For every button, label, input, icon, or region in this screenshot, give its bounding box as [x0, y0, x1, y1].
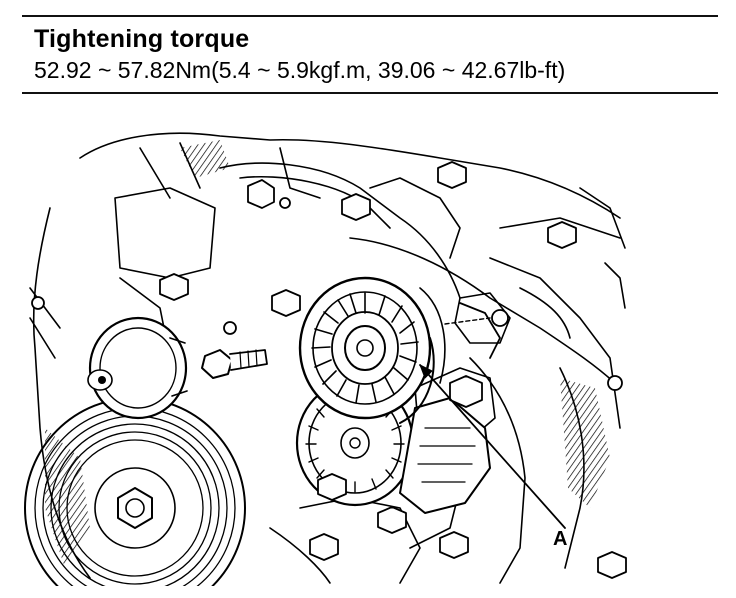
crank-bolt [117, 487, 153, 529]
tensioner-bolt [201, 349, 268, 379]
header-top-rule [22, 15, 718, 17]
callout-leader-arrow [419, 364, 566, 529]
header-bottom-rule [22, 92, 718, 94]
mounting-bolts [31, 161, 627, 579]
tensioner-pulley [298, 276, 446, 424]
callout-label: A [553, 528, 568, 550]
spec-title: Tightening torque [34, 25, 250, 53]
spec-value: 52.92 ~ 57.82Nm(5.4 ~ 5.9kgf.m, 39.06 ~ … [34, 57, 566, 83]
engine-illustration [20, 128, 632, 586]
water-pump-cap [87, 316, 188, 420]
torque-spec: Tightening torque 52.92 ~ 57.82Nm(5.4 ~ … [34, 24, 565, 84]
alignment-line [444, 317, 491, 325]
